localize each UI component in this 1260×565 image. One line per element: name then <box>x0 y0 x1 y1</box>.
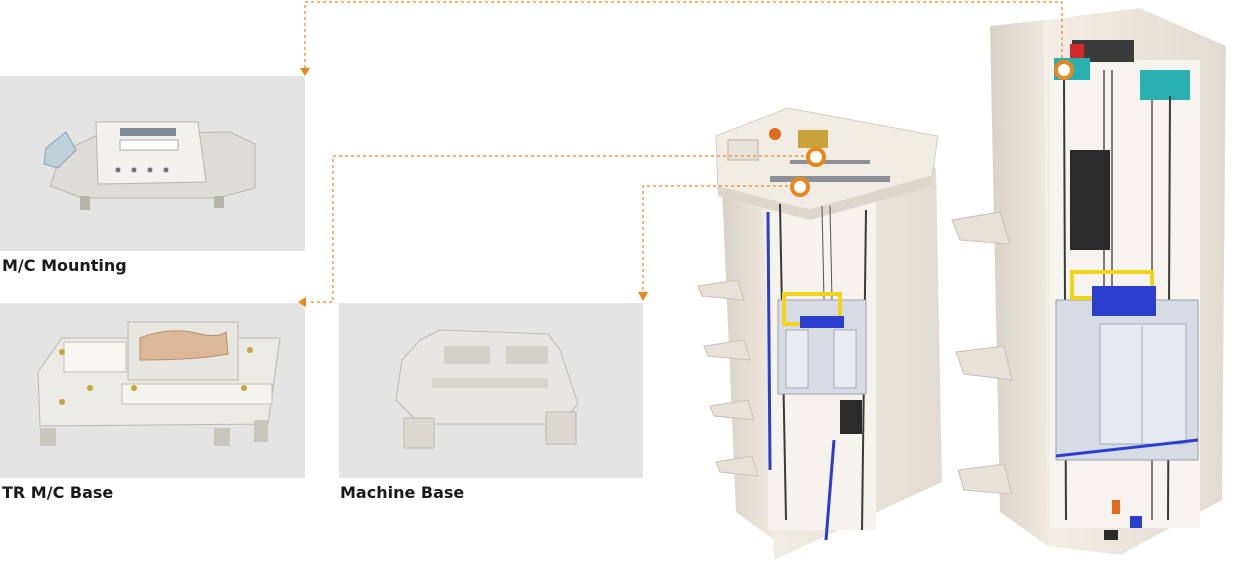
mc-mounting-image <box>43 121 256 210</box>
elevator-shaft-machine-room <box>697 107 942 560</box>
machine-base-label: Machine Base <box>340 483 465 502</box>
tr-mc-base-label: TR M/C Base <box>2 483 114 502</box>
arrow-mc-mounting <box>300 68 310 76</box>
hotspot-marker-mc-mounting <box>1054 60 1074 80</box>
leader-line-machine-base <box>642 185 800 292</box>
hotspots <box>790 60 1074 197</box>
arrow-machine-base <box>638 292 648 301</box>
hotspot-marker-tr-mc-base <box>806 147 826 167</box>
hotspot-marker-machine-base <box>790 177 810 197</box>
tr-mc-base-image <box>37 321 281 446</box>
arrow-tr-mc-base <box>298 297 306 307</box>
leader-line-mc-mounting <box>304 1 1063 70</box>
leader-line-tr-mc-base <box>308 155 816 303</box>
leader-lines <box>298 1 1063 307</box>
mc-mounting-label: M/C Mounting <box>2 256 127 275</box>
elevator-shaft-mrl <box>951 8 1226 555</box>
machine-base-image <box>395 329 579 449</box>
